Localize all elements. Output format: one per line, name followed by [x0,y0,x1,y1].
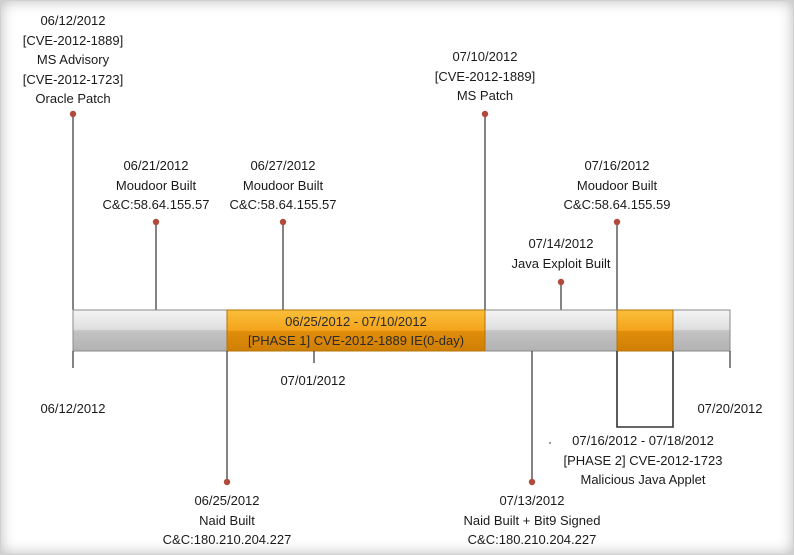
event-cve: [CVE-2012-1723] [22,71,124,87]
event-label-java-exploit: 07/14/2012 Java Exploit Built [481,234,641,273]
marker-java-exploit [557,278,565,286]
event-cnc: C&C:58.64.155.57 [102,197,210,212]
event-title: Moudoor Built [115,177,197,193]
event-date: 06/12/2012 [40,13,106,28]
event-date: 07/13/2012 [499,493,565,508]
event-title: Java Exploit Built [511,255,611,271]
event-label-moudoor-0621: 06/21/2012 Moudoor Built C&C:58.64.155.5… [76,156,236,215]
phase-1-bar [226,309,486,352]
event-cnc: C&C:58.64.155.57 [229,197,337,212]
event-cnc: C&C:58.64.155.59 [563,197,671,212]
event-title: Moudoor Built [242,177,324,193]
event-cnc: C&C:180.210.204.227 [162,532,292,547]
axis-mid-label: 07/01/2012 [280,373,346,388]
phase-dates: 06/25/2012 - 07/10/2012 [285,314,427,329]
event-date: 06/21/2012 [123,158,189,173]
axis-end-label: 07/20/2012 [697,401,763,416]
event-title: Naid Built + Bit9 Signed [463,512,601,528]
marker-ms-patch [481,110,489,118]
event-label-naid-0713: 07/13/2012 Naid Built + Bit9 Signed C&C:… [432,491,632,550]
event-date: 07/10/2012 [452,49,518,64]
event-date: 07/16/2012 [584,158,650,173]
bracket-dot [549,442,551,444]
event-cnc: C&C:180.210.204.227 [467,532,597,547]
event-label-naid-0625: 06/25/2012 Naid Built C&C:180.210.204.22… [147,491,307,550]
event-label-ms-patch: 07/10/2012 [CVE-2012-1889] MS Patch [415,47,555,106]
event-cve: [CVE-2012-1889] [22,32,124,48]
marker-naid-0713 [528,478,536,486]
event-date: 06/27/2012 [250,158,316,173]
axis-start-label: 06/12/2012 [40,401,106,416]
phase-2-label: 07/16/2012 - 07/18/2012 [PHASE 2] CVE-20… [543,431,743,490]
event-label-moudoor-0716: 07/16/2012 Moudoor Built C&C:58.64.155.5… [537,156,697,215]
event-date: 06/25/2012 [194,493,260,508]
marker-naid-0625 [223,478,231,486]
phase-title: [PHASE 1] CVE-2012-1889 IE(0-day) [247,333,465,348]
event-cve: [CVE-2012-1889] [434,68,536,84]
phase-2-bracket [616,351,674,428]
marker-moudoor-0621 [152,218,160,226]
event-title: Moudoor Built [576,177,658,193]
phase-2-bar [616,309,674,352]
phase-title: [PHASE 2] CVE-2012-1723 [563,452,723,468]
marker-moudoor-0716 [613,218,621,226]
event-title: Naid Built [199,512,255,528]
event-label-moudoor-0627: 06/27/2012 Moudoor Built C&C:58.64.155.5… [203,156,363,215]
marker-ms-advisory [69,110,77,118]
event-title: MS Patch [456,88,514,103]
event-label-ms-advisory: 06/12/2012 [CVE-2012-1889] MS Advisory [… [3,11,143,109]
event-date: 07/14/2012 [528,236,594,251]
event-title: MS Advisory [36,52,110,67]
marker-moudoor-0627 [279,218,287,226]
event-title: Oracle Patch [35,91,111,106]
phase-dates: 07/16/2012 - 07/18/2012 [572,433,714,448]
phase-1-label: 06/25/2012 - 07/10/2012 [PHASE 1] CVE-20… [227,312,485,350]
phase-subtitle: Malicious Java Applet [580,472,706,487]
